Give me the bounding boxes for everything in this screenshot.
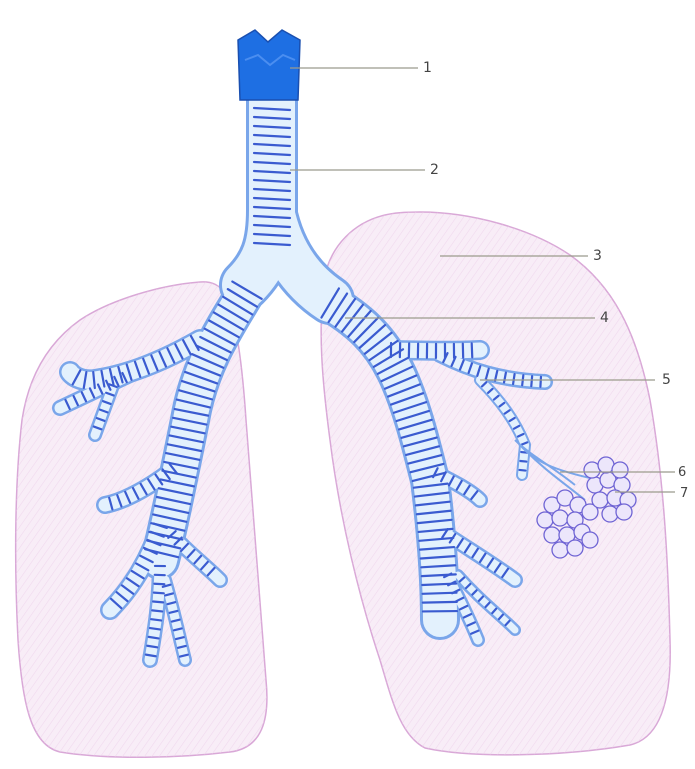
cartilage-ring	[531, 376, 532, 386]
alveolus	[552, 510, 568, 526]
cartilage-ring	[540, 377, 541, 387]
cartilage-ring	[153, 601, 163, 602]
alveolus	[616, 504, 632, 520]
cartilage-ring	[154, 584, 164, 585]
label-5: 5	[662, 372, 671, 388]
alveolus	[567, 540, 583, 556]
cartilage-ring	[151, 619, 161, 620]
label-4: 4	[600, 310, 609, 326]
cartilage-ring	[520, 461, 526, 462]
alveolus	[552, 542, 568, 558]
label-3: 3	[593, 248, 602, 264]
cartilage-ring	[93, 372, 95, 388]
alveolus	[544, 527, 560, 543]
cartilage-ring	[519, 470, 525, 471]
cartilage-ring	[150, 628, 160, 629]
cartilage-ring	[149, 637, 159, 639]
alveolus	[592, 492, 608, 508]
cartilage-ring	[154, 593, 164, 594]
label-6: 6	[678, 465, 686, 480]
label-1: 1	[423, 60, 432, 76]
alveolus	[537, 512, 553, 528]
alveolus	[582, 532, 598, 548]
cartilage-ring	[152, 610, 162, 611]
alveolus	[612, 462, 628, 478]
label-2: 2	[430, 162, 439, 178]
label-7: 7	[680, 486, 688, 501]
cartilage-ring	[513, 374, 514, 384]
cartilage-ring	[472, 343, 473, 357]
cartilage-ring	[423, 602, 457, 603]
